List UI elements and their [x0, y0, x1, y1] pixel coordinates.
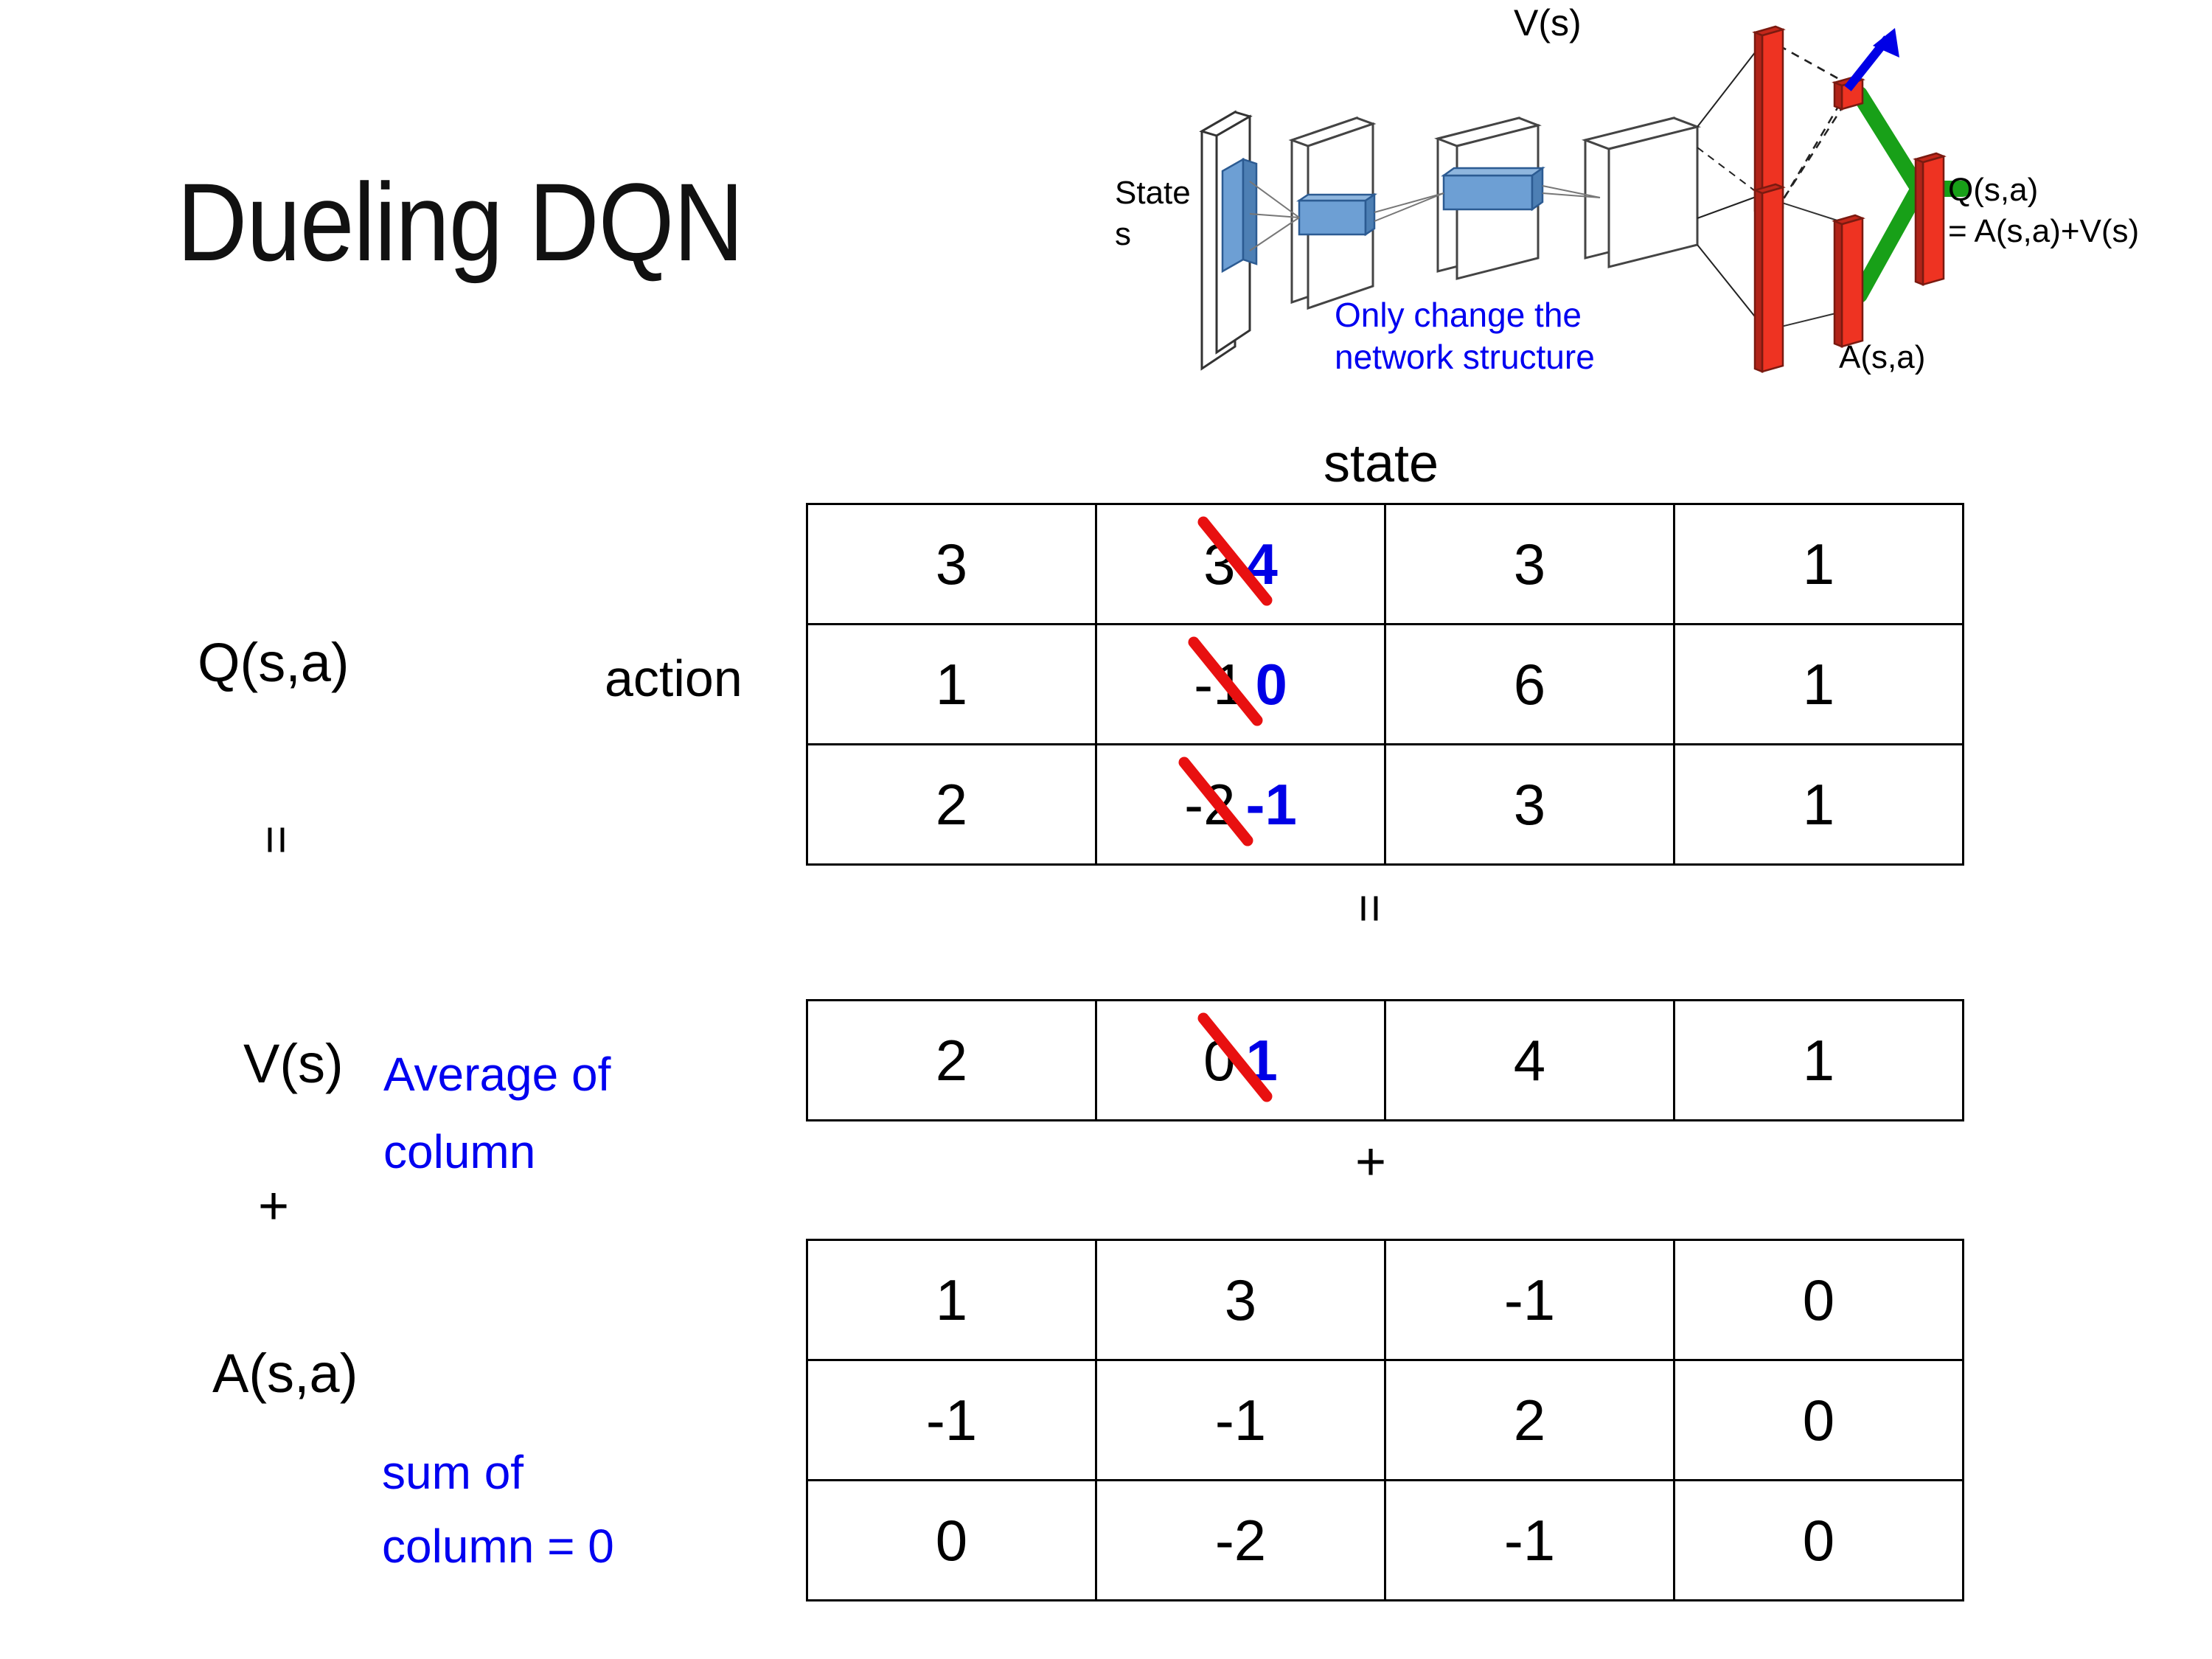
table-cell: -1: [806, 1359, 1097, 1481]
dueling-network-diagram: State s V(s) A(s,a) Q(s,a) = A(s,a)+V(s)…: [1099, 0, 2212, 413]
diagram-note-line-1: Only change the: [1335, 296, 1582, 334]
plus-operator-left: +: [258, 1177, 290, 1236]
old-value: 0: [1197, 1012, 1273, 1102]
table-cell: 1: [1673, 743, 1964, 866]
conv-layer-3-box: [1581, 116, 1702, 268]
advantage-output-bar: [1832, 214, 1865, 348]
diagram-state-symbol: s: [1115, 216, 1131, 252]
diagram-q-output-equation: = A(s,a)+V(s): [1948, 213, 2140, 249]
old-value: -2: [1178, 757, 1253, 846]
table-cell: 0: [1673, 1479, 1964, 1601]
table-cell: -2: [1095, 1479, 1386, 1601]
equals-operator-left: =: [248, 825, 305, 855]
table-cell: 2: [806, 999, 1097, 1121]
a-function-label: A(s,a): [212, 1343, 358, 1404]
table-cell: 6: [1384, 623, 1675, 745]
old-value: -1: [1188, 636, 1263, 726]
action-axis-label: action: [605, 650, 742, 707]
diagram-advantage-output-label: A(s,a): [1839, 339, 1926, 375]
table-cell: 4: [1384, 999, 1675, 1121]
old-value: 3: [1197, 516, 1273, 605]
diagram-state-label: State: [1115, 175, 1191, 211]
page-title: Dueling DQN: [177, 160, 744, 284]
value-output-arrow-icon: [1844, 28, 1899, 91]
sum-note-line-2: column = 0: [382, 1520, 614, 1573]
table-cell: 1: [1673, 999, 1964, 1121]
new-value: 0: [1255, 651, 1287, 717]
table-cell: -1: [1384, 1239, 1675, 1361]
network-architecture-svg: [1199, 25, 1971, 373]
equals-operator-center: =: [1341, 894, 1398, 923]
table-cell: 1: [806, 1239, 1097, 1361]
table-cell: -1: [1384, 1479, 1675, 1601]
new-value: -1: [1245, 771, 1297, 837]
table-cell: 2: [806, 743, 1097, 866]
table-cell: 1: [1673, 503, 1964, 625]
diagram-value-output-label: V(s): [1514, 2, 1582, 44]
diagram-note-line-2: network structure: [1335, 338, 1595, 376]
table-cell: 0: [806, 1479, 1097, 1601]
q-output-bar: [1913, 152, 1947, 286]
average-note-line-2: column: [383, 1125, 536, 1178]
table-cell: 1: [1673, 623, 1964, 745]
advantage-stream-bar: [1752, 183, 1786, 373]
table-cell: -1: [1095, 1359, 1386, 1481]
table-cell: 3: [1095, 1239, 1386, 1361]
layer-connections: [1249, 181, 1601, 251]
sum-note-line-1: sum of: [382, 1446, 524, 1499]
v-function-label: V(s): [243, 1033, 344, 1094]
conv-filter-1-icon: [1295, 192, 1378, 237]
plus-operator-center: +: [1355, 1133, 1387, 1192]
table-cell: 0: [1673, 1239, 1964, 1361]
table-cell-edited: -2-1: [1095, 743, 1386, 866]
table-cell: 3: [806, 503, 1097, 625]
state-axis-label: state: [1324, 434, 1439, 493]
table-cell: 3: [1384, 503, 1675, 625]
table-cell: 1: [806, 623, 1097, 745]
table-cell: 2: [1384, 1359, 1675, 1481]
new-value: 1: [1245, 1027, 1278, 1093]
new-value: 4: [1245, 531, 1278, 597]
table-cell: 0: [1673, 1359, 1964, 1481]
q-function-label: Q(s,a): [198, 632, 349, 693]
conv-filter-2-icon: [1441, 166, 1545, 212]
table-cell: 3: [1384, 743, 1675, 866]
input-filter-icon: [1221, 157, 1258, 274]
merge-green-connector: [1851, 86, 1971, 303]
diagram-q-output-label: Q(s,a): [1948, 172, 2039, 208]
average-note-line-1: Average of: [383, 1048, 611, 1101]
